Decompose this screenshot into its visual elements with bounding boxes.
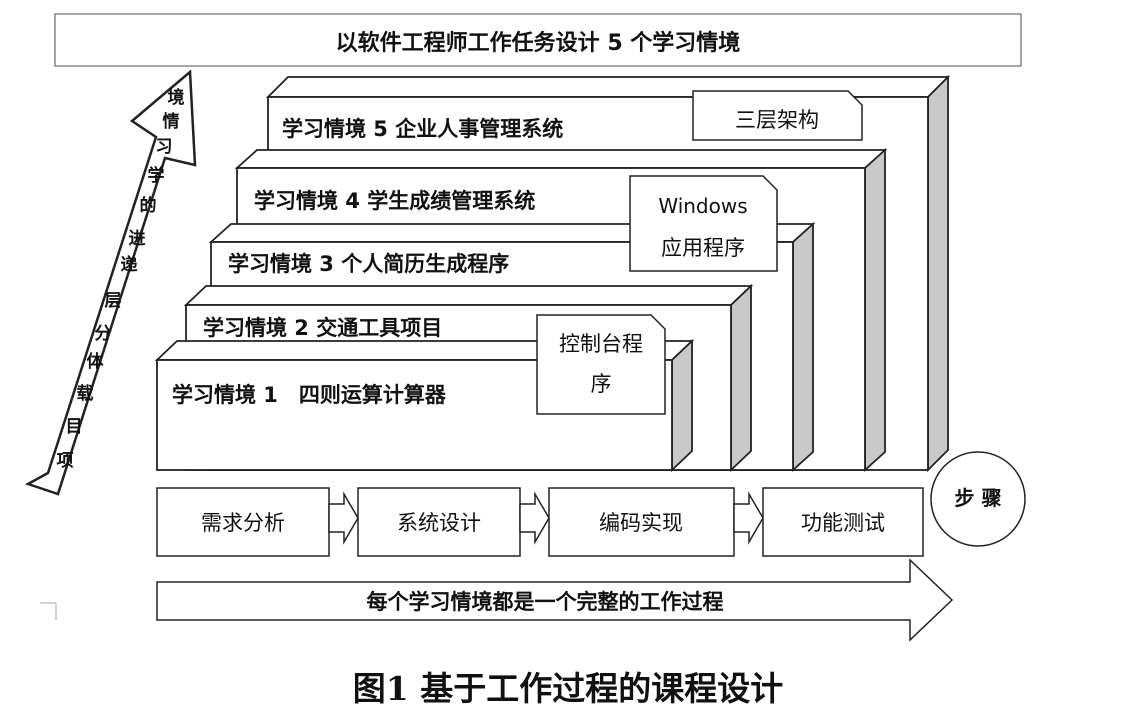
note-windows: Windows 应用程序 [629, 175, 778, 272]
work-process-arrow-text: 每个学习情境都是一个完整的工作过程 [367, 590, 724, 614]
step-arrow-2 [519, 491, 550, 545]
svg-text:学: 学 [148, 165, 165, 186]
step-arrow-3 [733, 491, 764, 545]
steps-circle-label: 步 骤 [955, 486, 1002, 510]
svg-text:递: 递 [121, 254, 138, 275]
svg-text:系统设计: 系统设计 [397, 511, 481, 535]
progression-arrow [24, 69, 197, 496]
svg-text:功能测试: 功能测试 [801, 511, 885, 535]
step-requirements: 需求分析 [156, 487, 330, 557]
note-console-line2: 序 [591, 372, 612, 396]
situation-3-label: 学习情境 3 个人简历生成程序 [228, 252, 509, 276]
svg-text:分: 分 [95, 324, 112, 344]
step-design: 系统设计 [357, 487, 521, 557]
note-console: 控制台程 序 [536, 314, 666, 415]
corner-mark [40, 602, 57, 620]
svg-text:目: 目 [66, 417, 83, 437]
note-windows-line1: Windows [658, 194, 747, 218]
steps-circle: 步 骤 [930, 451, 1026, 547]
svg-text:体: 体 [87, 351, 105, 372]
top-banner-box [54, 13, 1022, 67]
svg-text:需求分析: 需求分析 [201, 511, 285, 535]
situation-4-label: 学习情境 4 学生成绩管理系统 [254, 189, 535, 213]
svg-text:项: 项 [57, 451, 74, 471]
svg-text:情: 情 [163, 111, 180, 132]
progression-arrow-text: 境 情 习 学 的 进 递 层 分 体 载 目 项 [57, 87, 185, 471]
note-windows-line2: 应用程序 [661, 236, 745, 260]
svg-text:境: 境 [168, 87, 185, 108]
work-process-arrow: 每个学习情境都是一个完整的工作过程 [156, 558, 954, 642]
note-three-tier: 三层架构 [692, 90, 863, 141]
figure-caption: 图1 基于工作过程的课程设计 [352, 669, 784, 708]
svg-text:层: 层 [105, 291, 122, 311]
step-testing: 功能测试 [762, 487, 924, 557]
step-coding: 编码实现 [548, 487, 735, 557]
situation-5-label: 学习情境 5 企业人事管理系统 [282, 117, 563, 141]
svg-text:的: 的 [140, 195, 157, 216]
step-arrow-1 [328, 491, 359, 545]
situation-1-label: 学习情境 1 四则运算计算器 [172, 383, 447, 407]
note-console-line1: 控制台程 [559, 332, 643, 356]
svg-text:载: 载 [77, 383, 94, 404]
svg-text:进: 进 [129, 229, 146, 249]
note-three-tier-text: 三层架构 [735, 108, 819, 132]
course-design-diagram: 以软件工程师工作任务设计 5 个学习情境 境 情 习 学 的 进 递 层 分 体… [24, 13, 1026, 642]
svg-text:习: 习 [156, 137, 173, 157]
top-banner-text: 以软件工程师工作任务设计 5 个学习情境 [336, 30, 741, 56]
svg-text:编码实现: 编码实现 [599, 511, 683, 535]
situation-2-label: 学习情境 2 交通工具项目 [203, 316, 442, 340]
